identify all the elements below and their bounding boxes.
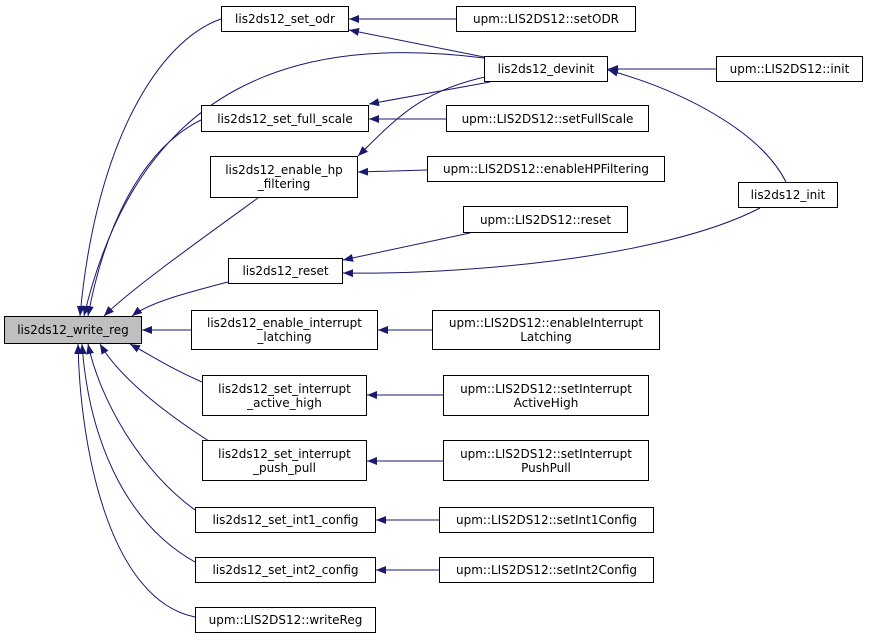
node-upm-reset[interactable]: upm::LIS2DS12::reset <box>463 206 628 233</box>
node-label: lis2ds12_init <box>750 188 826 202</box>
edge-upm_enableHPFiltering-to-enable_hp_filtering <box>357 167 428 176</box>
edge-devinit-to-set_full_scale <box>368 81 491 107</box>
edge-enable_hp_filtering-to-write_reg <box>103 197 259 317</box>
edge-set_interrupt_active_high-to-write_reg <box>129 343 203 383</box>
edge-set_odr-to-write_reg <box>76 18 222 317</box>
node-label: upm::LIS2DS12::setInterrupt ActiveHigh <box>460 381 632 410</box>
edge-upm_reset-to-reset <box>342 232 471 262</box>
node-upm-setfullscale[interactable]: upm::LIS2DS12::setFullScale <box>446 105 649 132</box>
node-label: upm::LIS2DS12::enableInterrupt Latching <box>448 316 644 344</box>
node-upm-enablehpfiltering[interactable]: upm::LIS2DS12::enableHPFiltering <box>427 156 665 182</box>
edge-set_int2_config-to-write_reg <box>78 343 196 563</box>
node-label: upm::LIS2DS12::setInt1Config <box>455 513 637 527</box>
edge-upm_writeReg-to-write_reg <box>74 343 196 618</box>
node-lis2ds12-set-interrupt-push-pull[interactable]: lis2ds12_set_interrupt _push_pull <box>202 440 367 481</box>
node-label: upm::LIS2DS12::setInt2Config <box>455 563 637 577</box>
edge-devinit-to-enable_hp_filtering <box>357 75 491 157</box>
node-label: lis2ds12_set_interrupt _active_high <box>218 381 351 410</box>
node-label: upm::LIS2DS12::setInterrupt PushPull <box>460 446 632 475</box>
node-lis2ds12-set-int2-config[interactable]: lis2ds12_set_int2_config <box>195 557 376 583</box>
edge-init-to-devinit <box>607 68 787 183</box>
edge-devinit-to-set_odr <box>348 28 485 58</box>
node-label: lis2ds12_devinit <box>497 62 595 76</box>
node-upm-writereg[interactable]: upm::LIS2DS12::writeReg <box>195 607 376 633</box>
node-lis2ds12-enable-interrupt-latching[interactable]: lis2ds12_enable_interrupt _latching <box>191 310 378 350</box>
node-lis2ds12-reset[interactable]: lis2ds12_reset <box>228 258 343 284</box>
node-label: lis2ds12_write_reg <box>17 323 129 337</box>
node-lis2ds12-set-full-scale[interactable]: lis2ds12_set_full_scale <box>201 105 369 132</box>
node-label: lis2ds12_set_int1_config <box>212 513 359 527</box>
node-label: lis2ds12_set_interrupt _push_pull <box>218 446 351 475</box>
node-upm-init[interactable]: upm::LIS2DS12::init <box>716 56 863 82</box>
node-label: upm::LIS2DS12::enableHPFiltering <box>443 162 649 176</box>
edge-reset-to-write_reg <box>131 281 229 317</box>
node-label: lis2ds12_set_full_scale <box>217 111 353 126</box>
node-label: lis2ds12_set_int2_config <box>212 563 359 577</box>
node-lis2ds12-init[interactable]: lis2ds12_init <box>738 182 838 208</box>
node-lis2ds12-write-reg: lis2ds12_write_reg <box>4 316 142 344</box>
node-label: upm::LIS2DS12::init <box>729 62 850 76</box>
node-lis2ds12-enable-hp-filtering[interactable]: lis2ds12_enable_hp _filtering <box>210 156 358 198</box>
node-upm-setodr[interactable]: upm::LIS2DS12::setODR <box>456 6 636 32</box>
node-label: lis2ds12_enable_interrupt _latching <box>207 316 362 344</box>
node-upm-enableinterruptlatching[interactable]: upm::LIS2DS12::enableInterrupt Latching <box>432 310 660 350</box>
node-label: upm::LIS2DS12::reset <box>479 212 612 227</box>
node-lis2ds12-devinit[interactable]: lis2ds12_devinit <box>484 56 608 82</box>
node-upm-setint2config[interactable]: upm::LIS2DS12::setInt2Config <box>439 557 654 583</box>
edge-set_full_scale-to-write_reg <box>85 119 202 317</box>
edge-init-to-reset <box>342 207 761 278</box>
node-label: lis2ds12_set_odr <box>235 12 335 26</box>
node-lis2ds12-set-odr[interactable]: lis2ds12_set_odr <box>221 6 349 32</box>
node-label: lis2ds12_enable_hp _filtering <box>225 163 343 191</box>
node-label: upm::LIS2DS12::setFullScale <box>461 111 634 126</box>
node-lis2ds12-set-int1-config[interactable]: lis2ds12_set_int1_config <box>195 507 376 533</box>
node-upm-setinterruptpushpull[interactable]: upm::LIS2DS12::setInterrupt PushPull <box>443 440 649 481</box>
edge-set_interrupt_push_pull-to-write_reg <box>99 343 213 444</box>
node-upm-setinterruptactivehigh[interactable]: upm::LIS2DS12::setInterrupt ActiveHigh <box>443 375 649 416</box>
node-label: upm::LIS2DS12::setODR <box>472 12 620 26</box>
node-lis2ds12-set-interrupt-active-high[interactable]: lis2ds12_set_interrupt _active_high <box>202 375 367 416</box>
node-upm-setint1config[interactable]: upm::LIS2DS12::setInt1Config <box>439 507 654 533</box>
node-label: lis2ds12_reset <box>242 264 329 278</box>
node-label: upm::LIS2DS12::writeReg <box>208 613 363 627</box>
edge-set_int1_config-to-write_reg <box>86 343 196 511</box>
